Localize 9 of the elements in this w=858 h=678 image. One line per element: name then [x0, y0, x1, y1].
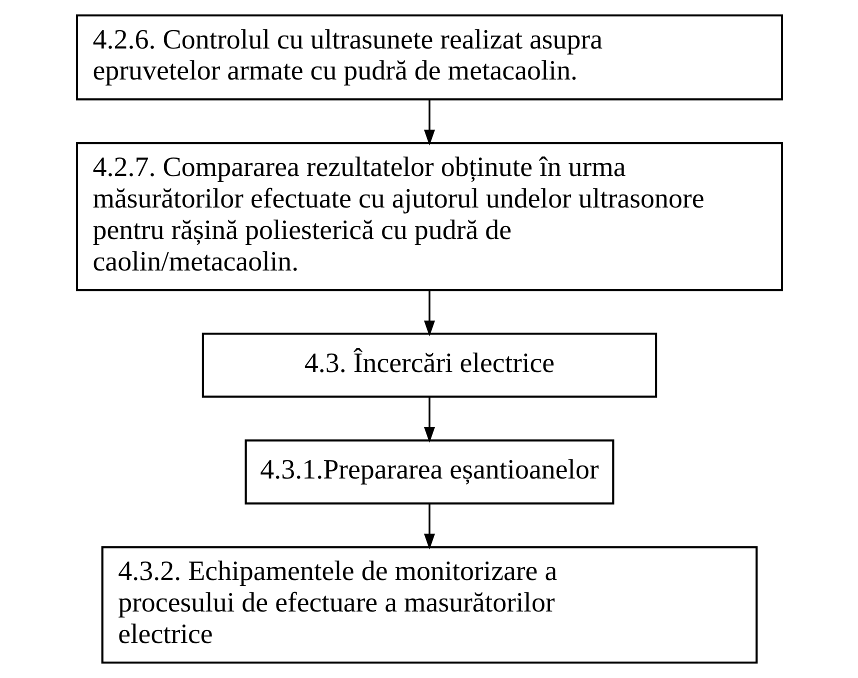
arrow — [423, 290, 435, 336]
node-box: 4.3.2. Echipamentele de monitorizare a procesului de efectuare a masurătorilor electrice — [100, 546, 758, 664]
node-box: 4.3.1.Prepararea eșantioanelor — [244, 439, 614, 504]
node-box: 4.2.6. Controlul cu ultrasunete realizat asupra epruvetelor armate cu pudră de metacaolin. — [75, 14, 783, 100]
node-box: 4.3. Încercări electrice — [201, 332, 657, 398]
arrow — [423, 100, 435, 146]
arrow — [423, 396, 435, 443]
arrow — [423, 504, 435, 550]
node-box: 4.2.7. Compararea rezultatelor obținute în urma măsurătorilor efectuate cu ajutorul undelor ultrasonore pentru rășină poliesterică cu pudră de caolin/metacaolin. — [75, 142, 783, 292]
